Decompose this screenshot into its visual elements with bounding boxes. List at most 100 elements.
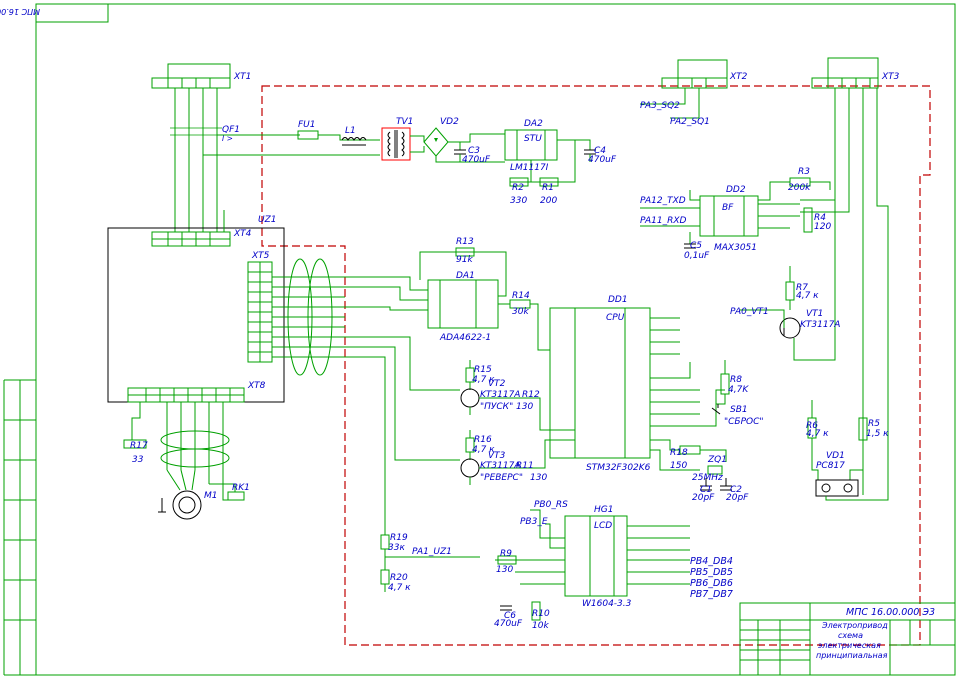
r1-label: R1 [542,183,554,193]
title-block [739,602,956,676]
hg1-body: LCD [594,521,612,531]
c3-capacitor [454,142,466,162]
net-revers: "РЕВЕРС" [480,473,523,483]
r14-label: R14 [512,291,530,301]
hg1-lcd [495,509,690,621]
net-pa12: PA12_TXD [640,196,686,206]
c6-label: C6 [504,611,516,621]
tv1-label: TV1 [396,117,413,127]
dd2-body: BF [722,203,734,213]
r13-label: R13 [456,237,474,247]
da2-body: STU [524,134,542,144]
qf1-label: QF1 [222,125,240,135]
r11-value: 130 [530,473,547,483]
uz1-label: UZ1 [258,215,276,225]
r8-label: R8 [730,375,742,385]
r20-label: R20 [390,573,408,583]
net-pa0: PA0_VT1 [730,307,769,317]
zq1-value: 25MHz [692,473,723,483]
r1-value: 200 [540,196,557,206]
r9-label: R9 [500,549,512,559]
uz1-frequency-converter [107,210,285,403]
r19-value: 33к [388,543,405,553]
vd1-part: PC817 [816,461,845,471]
enclosure-outline [261,85,931,646]
xt1-terminal-block [151,63,231,232]
xt3-label: XT3 [881,72,900,82]
r3-label: R3 [798,167,810,177]
r11-label: R11 [516,461,534,471]
r13-value: 91k [456,255,473,265]
da2-part: LM1117I [510,163,549,173]
l1-label: L1 [345,126,356,136]
r18-value: 150 [670,461,687,471]
doc-code-top: МПС 16.00.000 Э3 [0,7,40,16]
optocoupler-circuit [807,400,868,501]
net-pa3: PA3_SQ2 [640,101,680,111]
dd2-transceiver [640,177,831,249]
title-line1: Электропривод [821,621,888,630]
dd2-label: DD2 [726,185,746,195]
tv1-transformer [381,127,425,161]
c5-value: 0,1uF [684,251,710,261]
r12-value: 130 [516,402,533,412]
net-pa11: PA11_RXD [640,216,687,226]
da1-opamp [419,247,550,351]
title-line4: принципиальная [816,651,888,660]
xt8-terminal-block [123,387,245,484]
c1-value: 20pF [692,493,715,503]
r7-value: 4,7 к [796,291,819,301]
c4-label: C4 [594,146,606,156]
vt2-label: VT2 [488,379,506,389]
c4-value: 470uF [588,155,617,165]
r16-label: R16 [474,435,492,445]
reset-button-circuit [711,360,730,420]
vt1-label: VT1 [806,309,823,319]
dd1-body: CPU [606,313,625,323]
dd1-mcu [549,307,725,471]
net-pa1: PA1_UZ1 [412,547,452,557]
fu1-label: FU1 [298,120,316,130]
sb1-label: SB1 [730,405,748,415]
net-pb3: PB3_E [520,517,548,527]
net-pb0: PB0_RS [534,500,568,510]
vd2-bridge [423,127,505,163]
r15-value: 4,7 к [472,375,495,385]
rk1-label: RK1 [232,483,250,493]
c3-value: 470uF [462,155,491,165]
vd1-label: VD1 [826,451,845,461]
xt8-label: XT8 [247,381,266,391]
net-pb6: PB6_DB6 [690,578,733,589]
zq1-label: ZQ1 [707,455,727,465]
r20-value: 4,7 к [388,583,411,593]
r5-value: 1,5 к [866,429,889,439]
m1-motor [158,469,245,520]
net-pa2: PA2_SQ1 [670,117,710,127]
xt3-terminal-block [800,57,889,501]
net-pb5: PB5_DB5 [690,567,733,578]
vt3-transistor-circuit [460,430,575,485]
da2-regulator [504,129,596,187]
r6-value: 4,7 к [806,429,829,439]
xt5-terminal-block [247,258,460,535]
r10-label: R10 [532,609,550,619]
xt2-label: XT2 [729,72,748,82]
r7-label: R7 [796,283,808,293]
xt5-label: XT5 [251,251,270,261]
r12-label: R12 [522,390,540,400]
divider-circuit [380,534,480,592]
da1-label: DA1 [456,271,475,281]
hg1-part: W1604-3.3 [582,599,632,609]
crystal-circuit [679,445,732,491]
vt1-transistor-circuit [740,200,836,361]
c6-value: 470uF [494,619,523,629]
xt1-label: XT1 [233,72,251,82]
c2-label: C2 [730,485,742,495]
xt2-terminal-block [640,59,728,119]
da1-part: ADA4622-1 [439,333,491,343]
r3-value: 200k [788,183,811,193]
r5-label: R5 [868,419,880,429]
dd1-part: STM32F302K6 [586,463,651,473]
r6-label: R6 [806,421,818,431]
